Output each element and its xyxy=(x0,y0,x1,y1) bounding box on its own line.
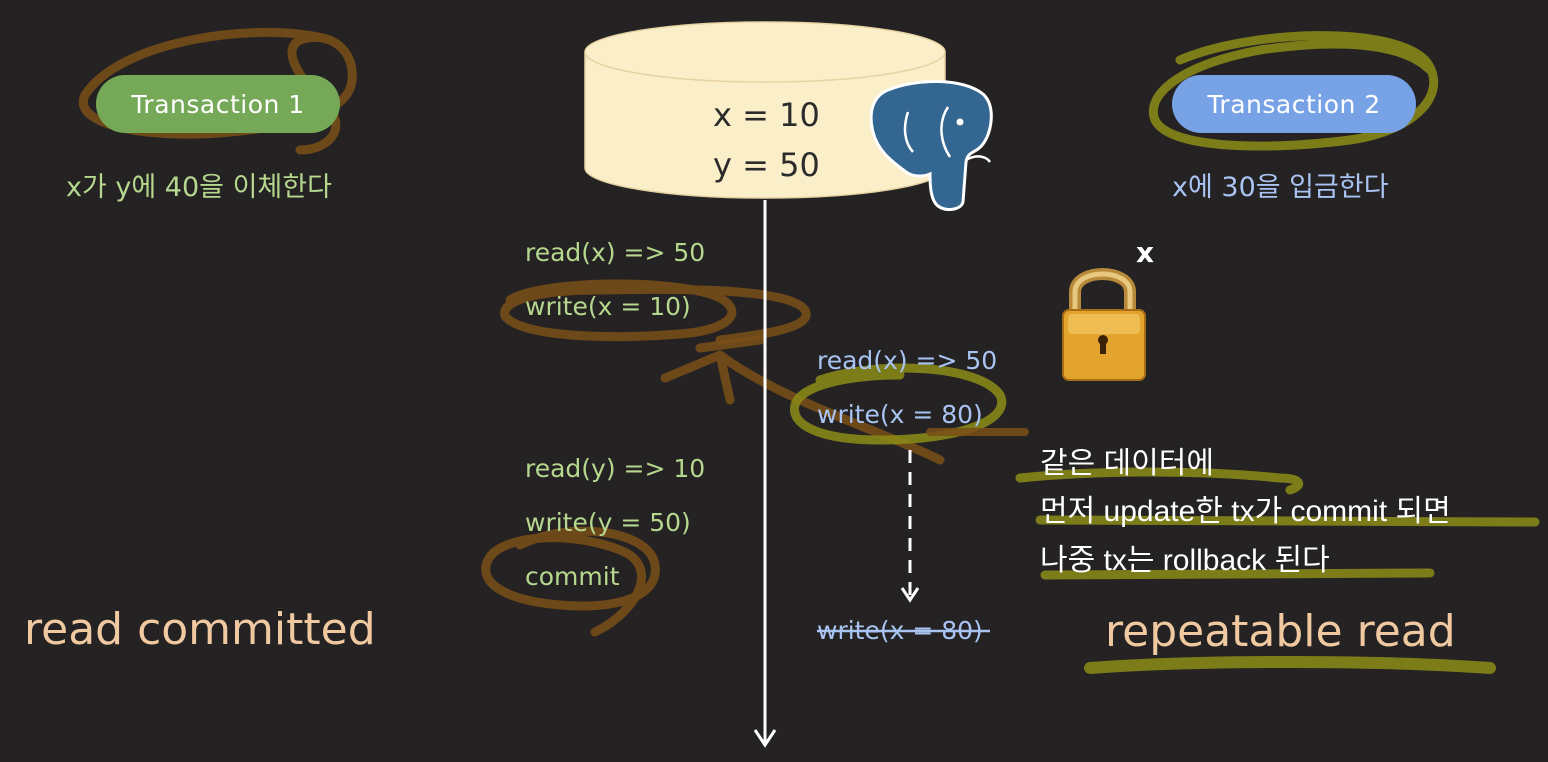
brown-scribble-commit xyxy=(481,526,660,637)
lock-label: x xyxy=(1136,236,1155,269)
olive-scribble-write-x80 xyxy=(790,363,1007,445)
olive-scribble-transaction2 xyxy=(1148,31,1439,151)
t1-op-write-x: write(x = 10) xyxy=(525,292,691,321)
t2-op-write-x-rolled-back: write(x = 80) xyxy=(817,616,983,645)
olive-underline-repeatable-read xyxy=(1084,656,1496,674)
t2-op-write-x: write(x = 80) xyxy=(817,400,983,429)
olive-underline-note3 xyxy=(1040,568,1435,580)
note-line-3: 나중 tx는 rollback 된다 xyxy=(1040,544,1330,577)
t1-op-write-y: write(y = 50) xyxy=(525,508,691,537)
note-line-2: 먼저 update한 tx가 commit 되면 xyxy=(1040,495,1451,528)
olive-underline-note2 xyxy=(1035,515,1540,527)
t1-op-read-x: read(x) => 50 xyxy=(525,238,706,267)
transaction1-pill: Transaction 1 xyxy=(96,75,340,133)
brown-scribble-write-x10 xyxy=(500,279,811,345)
transaction1-description: x가 y에 40을 이체한다 xyxy=(66,172,332,203)
brown-arrow-to-write-x10 xyxy=(660,335,945,465)
database-cylinder xyxy=(584,21,946,199)
label-repeatable-read: repeatable read xyxy=(1105,606,1456,657)
db-value-y: y = 50 xyxy=(713,146,820,184)
t1-op-read-y: read(y) => 10 xyxy=(525,454,706,483)
transaction1-label: Transaction 1 xyxy=(131,89,305,119)
postgres-elephant-icon xyxy=(869,79,993,211)
dashed-arrow xyxy=(900,450,920,603)
padlock-icon xyxy=(1062,268,1146,381)
db-value-x: x = 10 xyxy=(713,96,820,134)
label-read-committed: read committed xyxy=(24,604,376,655)
timeline-arrow xyxy=(753,200,777,748)
transaction2-description: x에 30을 입금한다 xyxy=(1172,172,1389,203)
t1-op-commit: commit xyxy=(525,562,620,591)
note-line-1: 같은 데이터에 xyxy=(1040,447,1214,480)
transaction2-label: Transaction 2 xyxy=(1207,89,1381,119)
t2-op-read-x: read(x) => 50 xyxy=(817,346,998,375)
olive-underline-note1 xyxy=(1015,467,1304,495)
transaction2-pill: Transaction 2 xyxy=(1172,75,1416,133)
